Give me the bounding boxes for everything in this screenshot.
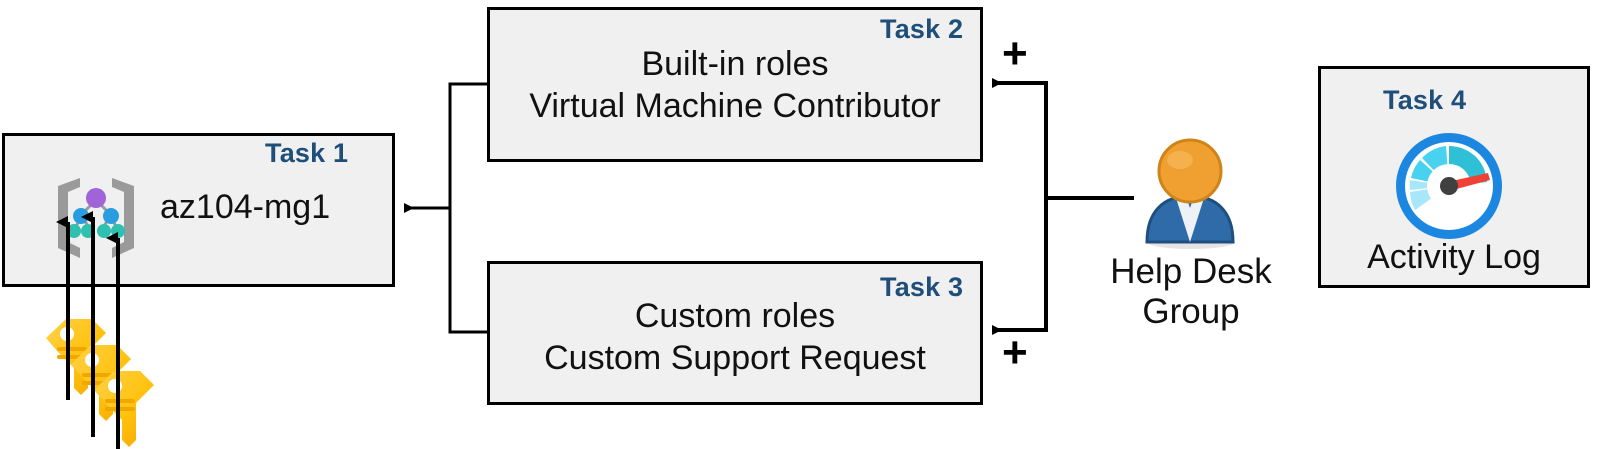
gauge-icon xyxy=(1384,128,1514,246)
task4-text-line1: Activity Log xyxy=(1367,238,1541,276)
task2-badge: Task 2 xyxy=(880,14,964,44)
actor-label-line1: Help Desk xyxy=(1110,252,1272,291)
plus-symbol-bottom: + xyxy=(1002,328,1028,377)
actor-label-line2: Group xyxy=(1142,292,1240,331)
task1-badge: Task 1 xyxy=(265,138,349,168)
task2-text-line2: Virtual Machine Contributor xyxy=(529,87,941,125)
user-group-icon xyxy=(1135,138,1245,250)
three-keys-icon xyxy=(36,310,156,449)
task4-badge: Task 4 xyxy=(1383,85,1467,115)
task2-box[interactable] xyxy=(487,7,983,162)
task2-text-line1: Built-in roles xyxy=(641,45,829,83)
task3-box[interactable] xyxy=(487,261,983,405)
task1-text-line1: az104-mg1 xyxy=(160,188,331,226)
plus-symbol-top: + xyxy=(1002,29,1028,78)
management-group-icon xyxy=(48,172,144,264)
task3-badge: Task 3 xyxy=(880,272,964,302)
task3-text-line2: Custom Support Request xyxy=(544,339,926,377)
task3-text-line1: Custom roles xyxy=(634,297,836,335)
